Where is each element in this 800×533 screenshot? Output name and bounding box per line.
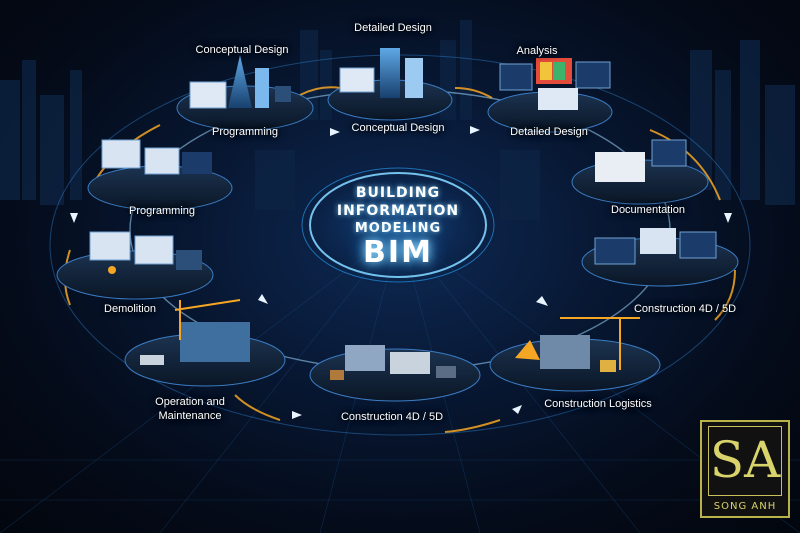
logo-monogram: SA bbox=[708, 426, 782, 496]
label-analysis: Analysis bbox=[517, 45, 558, 59]
label-documentation: Documentation bbox=[611, 204, 685, 218]
hub-title: BUILDING INFORMATION MODELING BIM bbox=[300, 165, 496, 285]
hub-line-bim: BIM bbox=[300, 235, 496, 270]
label-construction-4d-5d-right: Construction 4D / 5D bbox=[634, 303, 736, 317]
label-operation-maintenance: Operation and Maintenance bbox=[155, 396, 225, 424]
logo-name: SONG ANH bbox=[702, 501, 788, 512]
label-construction-logistics: Construction Logistics bbox=[544, 398, 652, 412]
hub-line-modeling: MODELING bbox=[300, 221, 496, 236]
label-programming-top: Programming bbox=[212, 126, 278, 140]
hub-line-building: BUILDING bbox=[300, 185, 496, 201]
label-detailed-design-top: Detailed Design bbox=[354, 22, 432, 36]
label-conceptual-design-inner: Conceptual Design bbox=[352, 122, 445, 136]
song-anh-logo: SA SONG ANH bbox=[700, 420, 790, 518]
hub-line-information: INFORMATION bbox=[300, 203, 496, 219]
label-conceptual-design-top: Conceptual Design bbox=[196, 44, 289, 58]
label-programming-left: Programming bbox=[129, 205, 195, 219]
label-construction-4d-5d-bottom: Construction 4D / 5D bbox=[341, 411, 443, 425]
label-demolition: Demolition bbox=[104, 303, 156, 317]
label-detailed-design-inner: Detailed Design bbox=[510, 126, 588, 140]
